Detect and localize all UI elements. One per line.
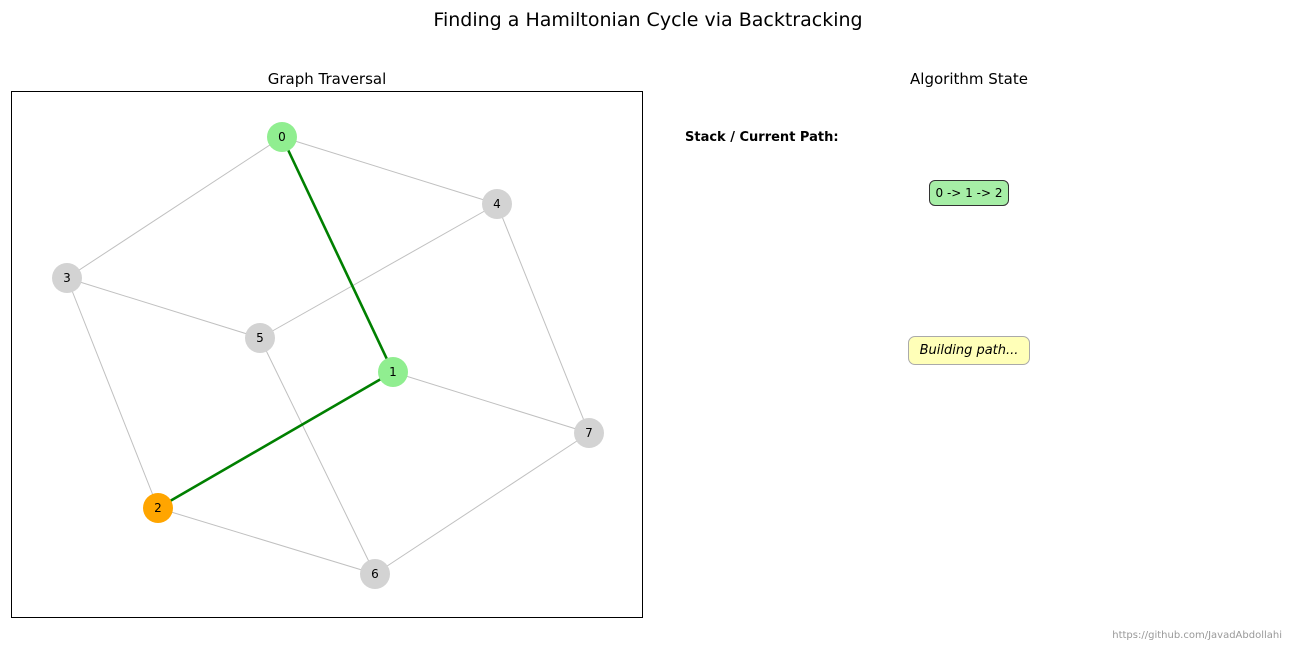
edge-4-5: [259, 203, 498, 339]
state-panel-title: Algorithm State: [910, 70, 1028, 88]
path-edge-1-2: [157, 370, 394, 510]
node-circle-4: [482, 189, 512, 219]
path-edge-0-1: [280, 136, 395, 373]
graph-node-3: 3: [52, 263, 82, 293]
node-label-4: 4: [493, 197, 501, 211]
graph-node-1: 1: [378, 357, 408, 387]
graph-node-0: 0: [267, 122, 297, 152]
figure-title: Finding a Hamiltonian Cycle via Backtrac…: [433, 9, 863, 31]
graph-canvas: 0 1 2 3 4 5 6 7: [52, 122, 604, 589]
current-path-box: 0 -> 1 -> 2: [929, 180, 1009, 206]
edge-2-6: [157, 507, 376, 575]
node-label-7: 7: [585, 426, 593, 440]
node-circle-3: [52, 263, 82, 293]
edge-5-6: [259, 337, 376, 575]
edge-0-4: [281, 136, 498, 205]
edge-2-3: [66, 277, 159, 509]
node-label-0: 0: [278, 130, 286, 144]
edge-3-5: [66, 277, 261, 339]
edge-4-7: [496, 203, 590, 434]
node-circle-1: [378, 357, 408, 387]
stack-label: Stack / Current Path:: [685, 130, 839, 145]
node-label-6: 6: [371, 567, 379, 581]
node-label-5: 5: [256, 331, 264, 345]
graph-panel-title: Graph Traversal: [267, 70, 387, 88]
node-label-2: 2: [154, 501, 162, 515]
graph-node-7: 7: [574, 418, 604, 448]
edge-1-7: [392, 371, 590, 434]
graph-node-2: 2: [143, 493, 173, 523]
node-label-1: 1: [389, 365, 397, 379]
graph-node-5: 5: [245, 323, 275, 353]
graph-node-6: 6: [360, 559, 390, 589]
node-circle-6: [360, 559, 390, 589]
node-circle-0: [267, 122, 297, 152]
edge-6-7: [374, 432, 590, 575]
edges-layer: [66, 136, 590, 575]
status-box: Building path...: [908, 336, 1030, 365]
credit-link[interactable]: https://github.com/JavadAbdollahi: [1112, 630, 1282, 641]
nodes-layer: 0 1 2 3 4 5 6 7: [52, 122, 604, 589]
node-circle-7: [574, 418, 604, 448]
node-circle-5: [245, 323, 275, 353]
edge-0-3: [66, 136, 283, 279]
node-circle-2: [143, 493, 173, 523]
graph-panel: 0 1 2 3 4 5 6 7: [11, 91, 643, 618]
node-label-3: 3: [63, 271, 71, 285]
graph-node-4: 4: [482, 189, 512, 219]
